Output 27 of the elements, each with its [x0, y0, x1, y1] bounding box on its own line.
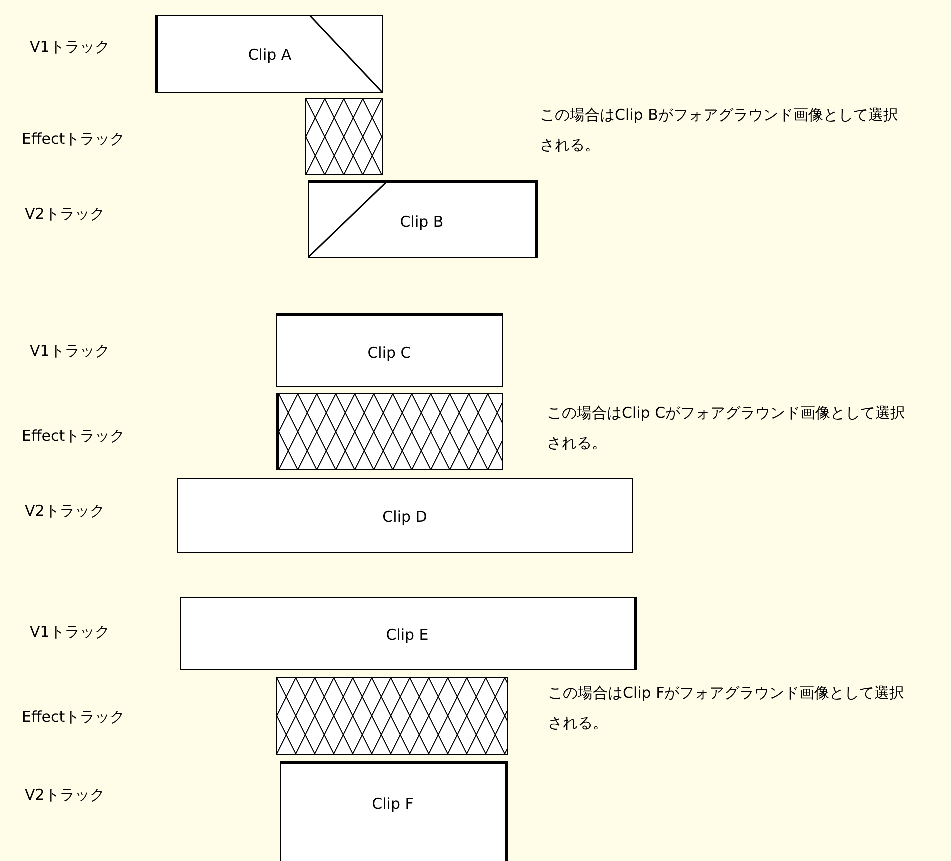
- clip-box: [276, 313, 503, 387]
- clip-label: Clip B: [400, 213, 444, 231]
- track-label: V1トラック: [30, 38, 110, 57]
- note-text: この場合はClip Bがフォアグラウンド画像として選択される。: [540, 105, 900, 156]
- track-label: V1トラック: [30, 342, 110, 361]
- note-text: この場合はClip Fがフォアグラウンド画像として選択される。: [548, 683, 906, 734]
- hatched-box: [276, 393, 503, 470]
- clip-label: Clip A: [248, 46, 292, 64]
- track-label: Effectトラック: [22, 708, 126, 727]
- clip-label: Clip F: [372, 795, 414, 813]
- track-label: V1トラック: [30, 623, 110, 642]
- track-label: Effectトラック: [22, 130, 126, 149]
- track-label: Effectトラック: [22, 427, 126, 446]
- note-text: この場合はClip Cがフォアグラウンド画像として選択される。: [547, 403, 907, 454]
- clip-label: Clip D: [382, 508, 428, 526]
- clip-box: [308, 180, 538, 258]
- clip-box: [280, 761, 508, 861]
- clip-box: [180, 597, 637, 670]
- clip-label: Clip C: [368, 344, 412, 362]
- hatched-box: [305, 98, 383, 175]
- hatched-box: [276, 677, 508, 755]
- track-label: V2トラック: [25, 205, 105, 224]
- clip-label: Clip E: [386, 626, 429, 644]
- track-label: V2トラック: [25, 502, 105, 521]
- clip-box: [177, 478, 633, 553]
- track-label: V2トラック: [25, 786, 105, 805]
- clip-box: [155, 15, 383, 93]
